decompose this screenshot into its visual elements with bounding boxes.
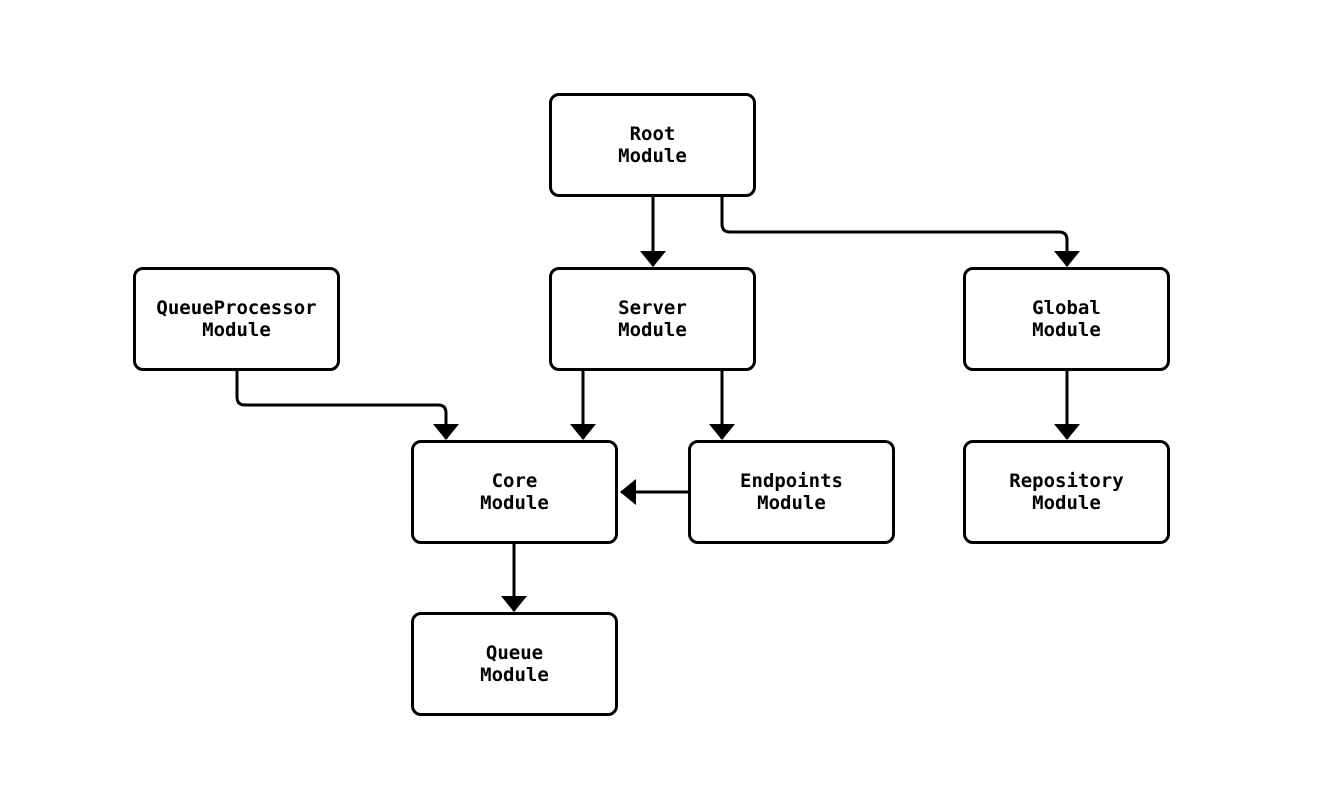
node-label-line1: Server: [618, 297, 687, 319]
node-queueprocessor-module: QueueProcessor Module: [133, 267, 340, 371]
node-label-line2: Module: [1032, 492, 1101, 514]
node-endpoints-module: Endpoints Module: [688, 440, 895, 544]
node-server-module: Server Module: [549, 267, 756, 371]
node-label-line2: Module: [480, 664, 549, 686]
node-label-line2: Module: [480, 492, 549, 514]
node-core-module: Core Module: [411, 440, 618, 544]
node-label-line2: Module: [757, 492, 826, 514]
node-label-line1: Root: [629, 123, 676, 145]
node-label-line2: Module: [618, 319, 687, 341]
node-queue-module: Queue Module: [411, 612, 618, 716]
node-label-line2: Module: [202, 319, 271, 341]
node-label-line2: Module: [618, 145, 687, 167]
node-label-line1: Endpoints: [740, 470, 843, 492]
node-label-line2: Module: [1032, 319, 1101, 341]
node-label-line1: Core: [491, 470, 538, 492]
edge-queueprocessor-to-core: [235, 371, 459, 440]
node-global-module: Global Module: [963, 267, 1170, 371]
node-label-line1: QueueProcessor: [156, 297, 317, 319]
node-label-line1: Global: [1032, 297, 1101, 319]
node-label-line1: Queue: [485, 642, 544, 664]
node-label-line1: Repository: [1009, 470, 1124, 492]
edge-root-to-global: [720, 197, 1080, 267]
node-root-module: Root Module: [549, 93, 756, 197]
node-repository-module: Repository Module: [963, 440, 1170, 544]
